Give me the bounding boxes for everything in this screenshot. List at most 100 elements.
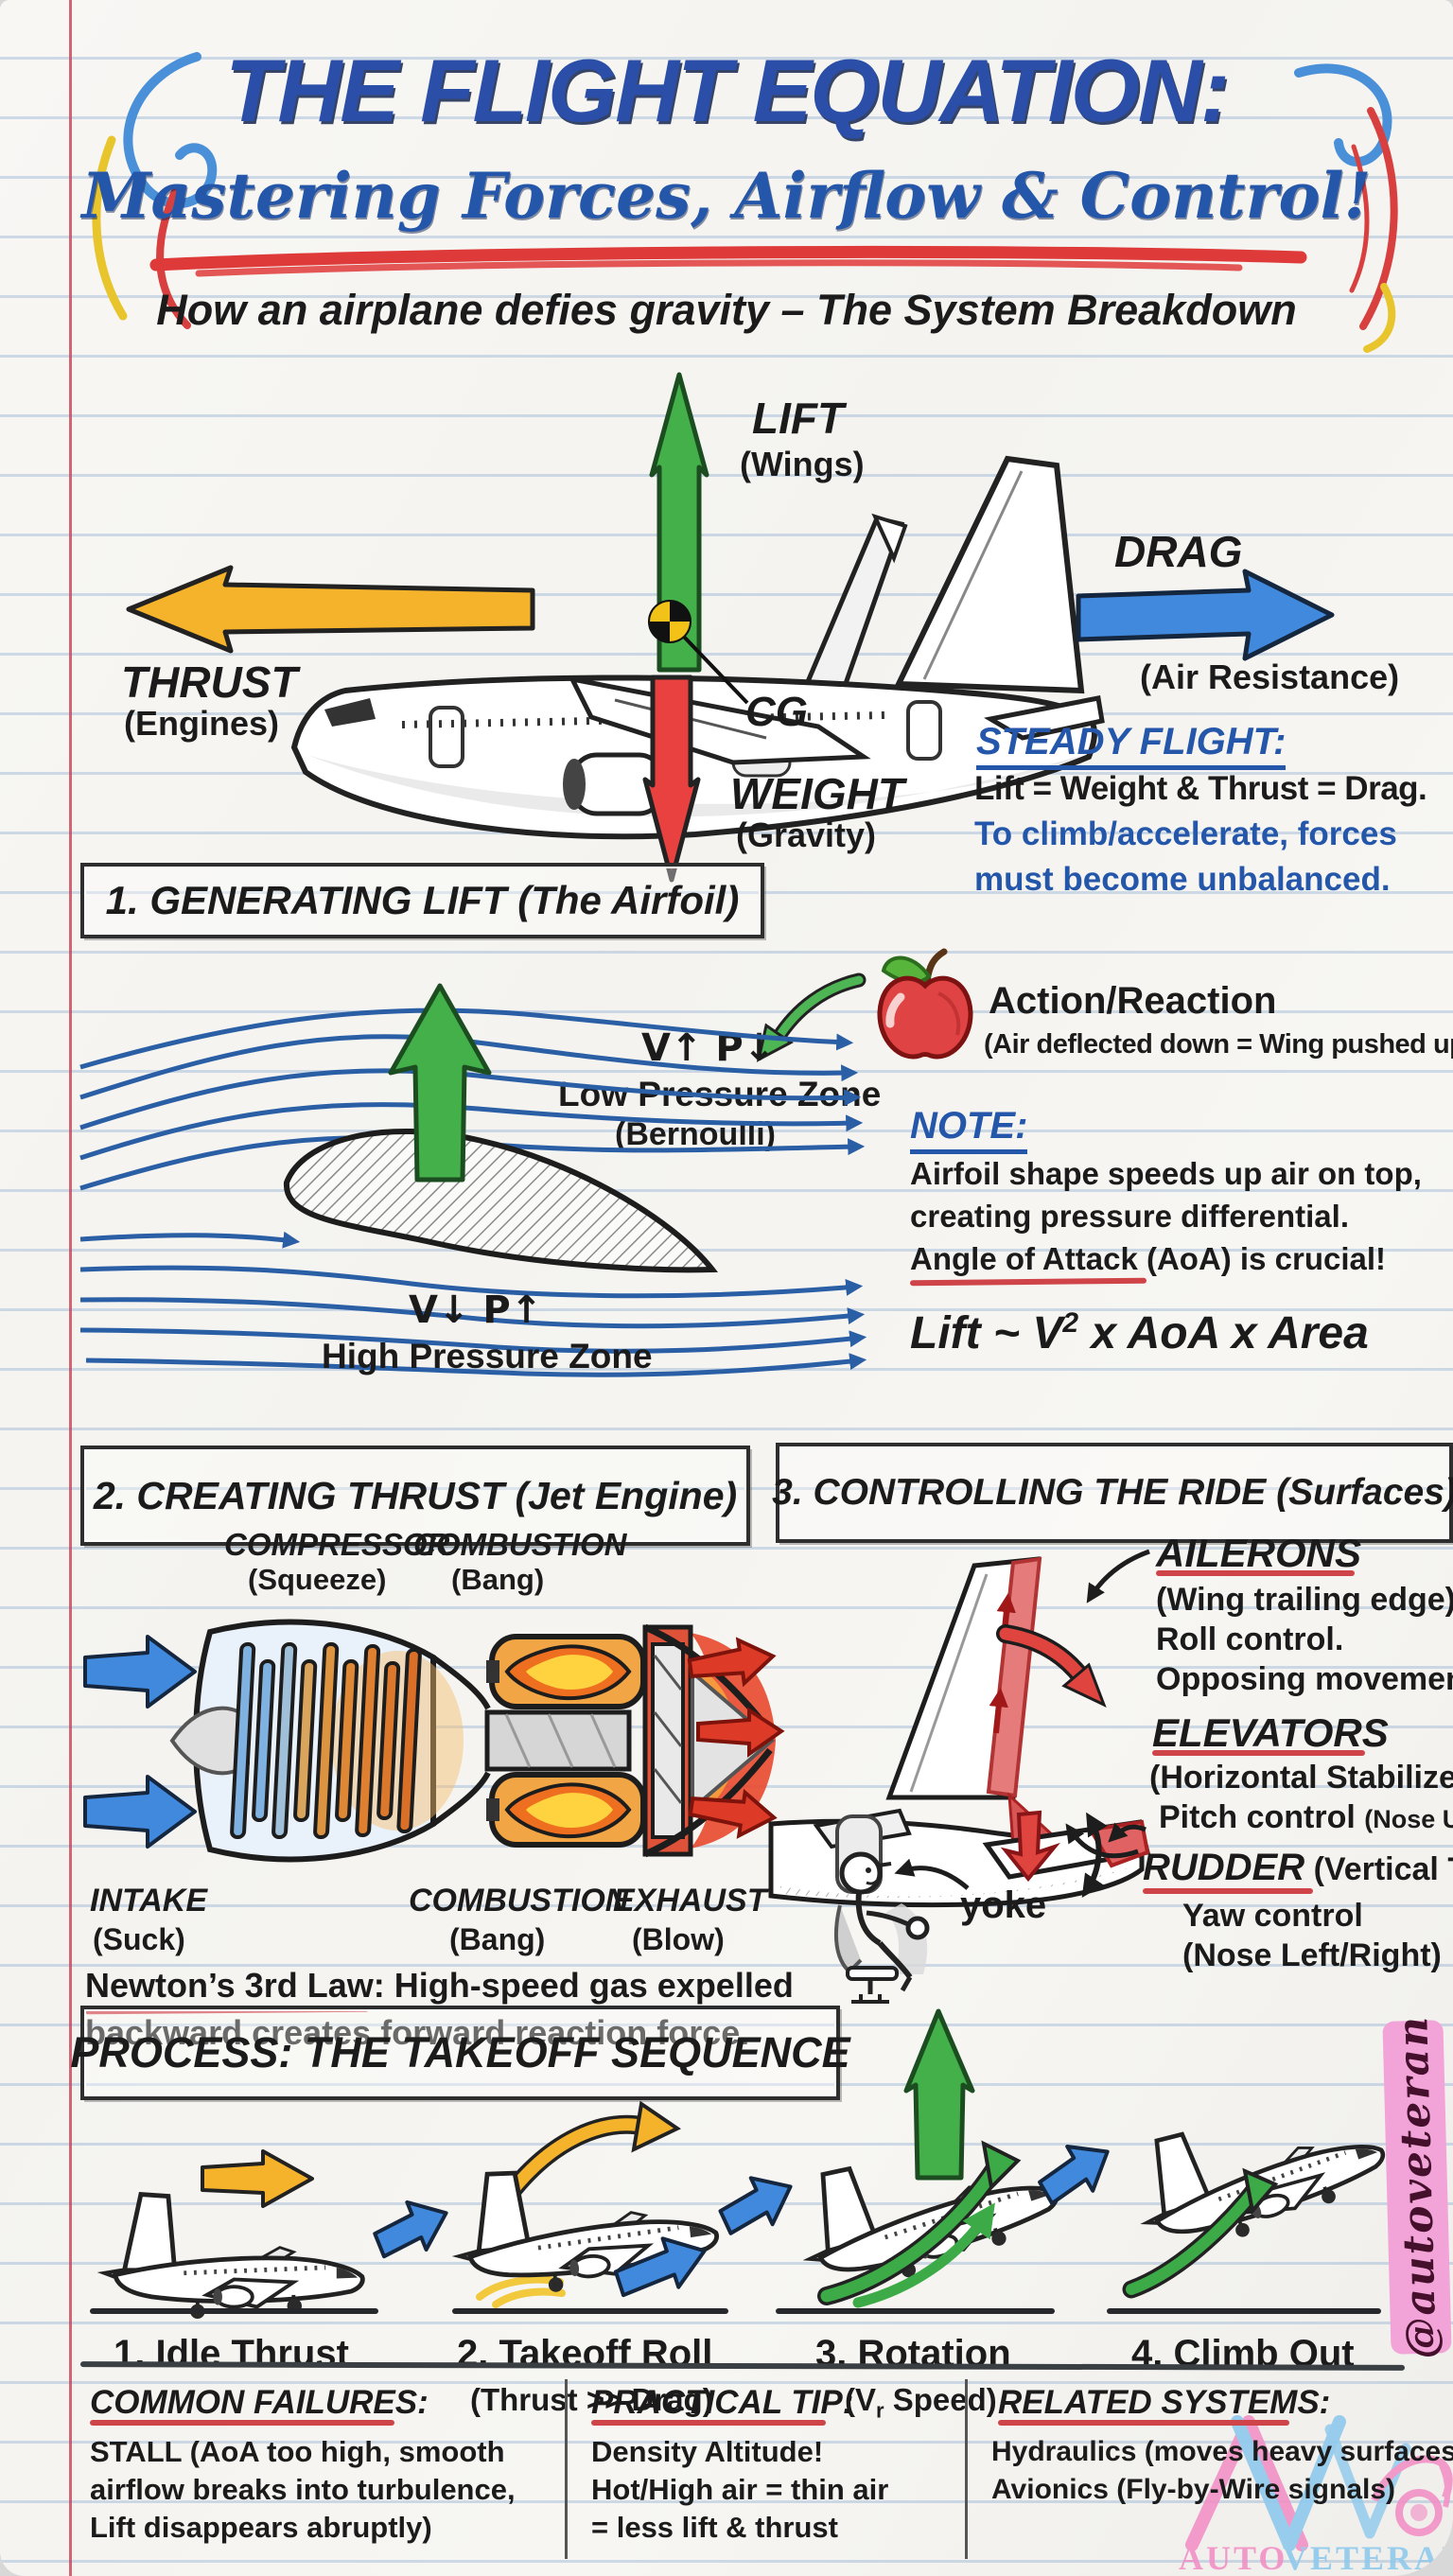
lift-arrow-icon [649, 372, 709, 673]
step-arrow-2-icon [718, 2176, 793, 2235]
related-heading: RELATED SYSTEMS: [998, 2384, 1331, 2421]
steady-flight-line1: Lift = Weight & Thrust = Drag. [974, 770, 1427, 807]
failures-line2: airflow breaks into turbulence, [90, 2473, 516, 2506]
thrust-sublabel: (Engines) [124, 704, 280, 743]
exhaust-sublabel: (Blow) [632, 1922, 725, 1956]
ground-line-4 [1107, 2308, 1381, 2314]
rudder-line1: Yaw control [1182, 1898, 1363, 1934]
failures-heading: COMMON FAILURES: [90, 2384, 429, 2421]
cg-marker-icon [648, 600, 749, 705]
thrust-arrow-icon [126, 565, 535, 654]
elevators-red-underline [1152, 1750, 1365, 1756]
rudder-line2: (Nose Left/Right) [1182, 1937, 1442, 1973]
newton-law-line2: backward creates forward reaction force. [85, 2013, 750, 2052]
ailerons-line3: Opposing movement. [1156, 1661, 1453, 1697]
elevators-title: ELEVATORS [1152, 1710, 1389, 1755]
step1-label: 1. Idle Thrust [114, 2333, 349, 2374]
tip-line3: = less lift & thrust [591, 2511, 838, 2544]
action-reaction-sub: (Air deflected down = Wing pushed up) [984, 1029, 1453, 1060]
related-line1: Hydraulics (moves heavy surfaces) [991, 2436, 1453, 2467]
section3-heading-box: 3. CONTROLLING THE RIDE (Surfaces) [772, 1443, 1453, 1543]
related-line2: Avionics (Fly-by-Wire signals) [991, 2474, 1396, 2505]
thrust-label: THRUST [121, 657, 298, 707]
failures-line3: Lift disappears abruptly) [90, 2511, 432, 2544]
failures-red-underline [90, 2420, 394, 2426]
step-arrow-1-icon [373, 2199, 448, 2259]
note-line2: creating pressure differential. [910, 1199, 1349, 1234]
ground-line-3 [776, 2308, 1055, 2314]
margin-line [69, 0, 72, 2576]
drag-sublabel: (Air Resistance) [1140, 657, 1400, 696]
auto-veteran-logo: AUTO VETERAN [1179, 2415, 1453, 2576]
compressor-sublabel: (Squeeze) [248, 1563, 387, 1596]
footer-col-divider-1 [565, 2379, 568, 2559]
lift-formula: Lift ~ V2 x AoA x Area [910, 1307, 1369, 1358]
note-heading: NOTE: [910, 1105, 1028, 1154]
section1-heading: 1. GENERATING LIFT (The Airfoil) [105, 878, 740, 922]
note-line1: Airfoil shape speeds up air on top, [910, 1156, 1422, 1191]
steady-flight-heading: STEADY FLIGHT: [976, 721, 1287, 770]
tip-line1: Density Altitude! [591, 2435, 824, 2468]
drag-label: DRAG [1114, 527, 1243, 576]
tip-heading: PRACTICAL TIP: [591, 2384, 854, 2421]
exhaust-label: EXHAUST [613, 1883, 767, 1919]
subtitle-red-underline [149, 245, 1307, 277]
takeoff-heading: PROCESS: THE TAKEOFF SEQUENCE [70, 2028, 850, 2077]
step3-sublabel: (Vr Speed) [845, 2382, 997, 2423]
step2-sublabel: (Thrust >> Drag) [470, 2382, 713, 2417]
newton-law-line1: Newton’s 3rd Law: High-speed gas expelle… [85, 1966, 794, 2006]
intake-label: INTAKE [90, 1883, 208, 1919]
action-reaction-title: Action/Reaction [989, 980, 1277, 1022]
airplane-side-icon [290, 455, 1105, 840]
elevators-line1: (Horizontal Stabilizer): [1149, 1760, 1453, 1796]
section3-heading: 3. CONTROLLING THE RIDE (Surfaces) [772, 1472, 1453, 1513]
step-arrow-3-icon [1038, 2145, 1110, 2206]
step2-yellow-curved-arrow-icon [499, 2100, 681, 2204]
rudder-title-line: RUDDER (Vertical Tail): [1143, 1847, 1453, 1889]
intake-sublabel: (Suck) [93, 1922, 185, 1956]
takeoff-heading-box: PROCESS: THE TAKEOFF SEQUENCE [70, 2006, 850, 2100]
ailerons-line2: Roll control. [1156, 1621, 1344, 1657]
rudder-title: RUDDER [1143, 1847, 1305, 1888]
mini-plane-1-icon [95, 2183, 374, 2321]
newton-law-underlined: Newton’s 3rd Law: [85, 1966, 385, 2005]
logo-auto-text: AUTO [1179, 2539, 1287, 2576]
footer-col-divider-2 [965, 2379, 968, 2559]
newton-law-rest: High-speed gas expelled [384, 1966, 794, 2005]
page-title: THE FLIGHT EQUATION: [224, 41, 1230, 140]
rudder-title-rest: (Vertical Tail): [1313, 1851, 1453, 1887]
step1-yellow-arrow-icon [201, 2149, 314, 2208]
note-line3: Angle of Attack (AoA) is crucial! [910, 1241, 1386, 1277]
ailerons-line1: (Wing trailing edge): [1156, 1582, 1453, 1618]
weight-sublabel: (Gravity) [736, 815, 877, 854]
section1-heading-box: 1. GENERATING LIFT (The Airfoil) [80, 863, 764, 938]
related-red-underline [998, 2420, 1289, 2426]
lift-label: LIFT [752, 394, 845, 443]
step3-green-curved-arrows-icon [817, 2140, 1022, 2308]
note-line3-rest: (AoA) is crucial! [1137, 1241, 1387, 1276]
decorative-swirl-right-icon [1294, 63, 1398, 353]
elevators-line2: Pitch control (Nose Up) [1159, 1799, 1453, 1836]
note-aoa-underlined: Angle of Attack [910, 1241, 1138, 1276]
high-pressure-zone-label: High Pressure Zone [322, 1337, 653, 1376]
note-red-underline [909, 1277, 1147, 1287]
step3-green-up-arrow-icon [903, 2008, 975, 2181]
airfoil-streamlines-diagram [79, 983, 867, 1377]
page-tagline: How an airplane defies gravity – The Sys… [156, 286, 1297, 334]
ailerons-title: AILERONS [1156, 1531, 1362, 1575]
step2-blue-arrow-icon [613, 2236, 707, 2298]
page-subtitle: Mastering Forces, Airflow & Control! [81, 159, 1372, 233]
steady-flight-line2: To climb/accelerate, forces [974, 815, 1397, 852]
lift-sublabel: (Wings) [740, 445, 865, 483]
steady-flight-line3: must become unbalanced. [974, 861, 1391, 898]
ground-line-2 [452, 2308, 728, 2314]
combustion-bottom-label: COMBUSTION [409, 1883, 629, 1919]
jet-engine-diagram [83, 1619, 785, 1863]
drag-arrow-icon [1076, 569, 1335, 661]
apple-icon [877, 948, 973, 1060]
compressor-label: COMPRESSOR [224, 1527, 450, 1562]
tip-red-underline [591, 2420, 826, 2426]
tip-line2: Hot/High air = thin air [591, 2473, 889, 2506]
combustion-top-label: COMBUSTION [413, 1527, 627, 1562]
ailerons-red-underline [1156, 1570, 1355, 1576]
